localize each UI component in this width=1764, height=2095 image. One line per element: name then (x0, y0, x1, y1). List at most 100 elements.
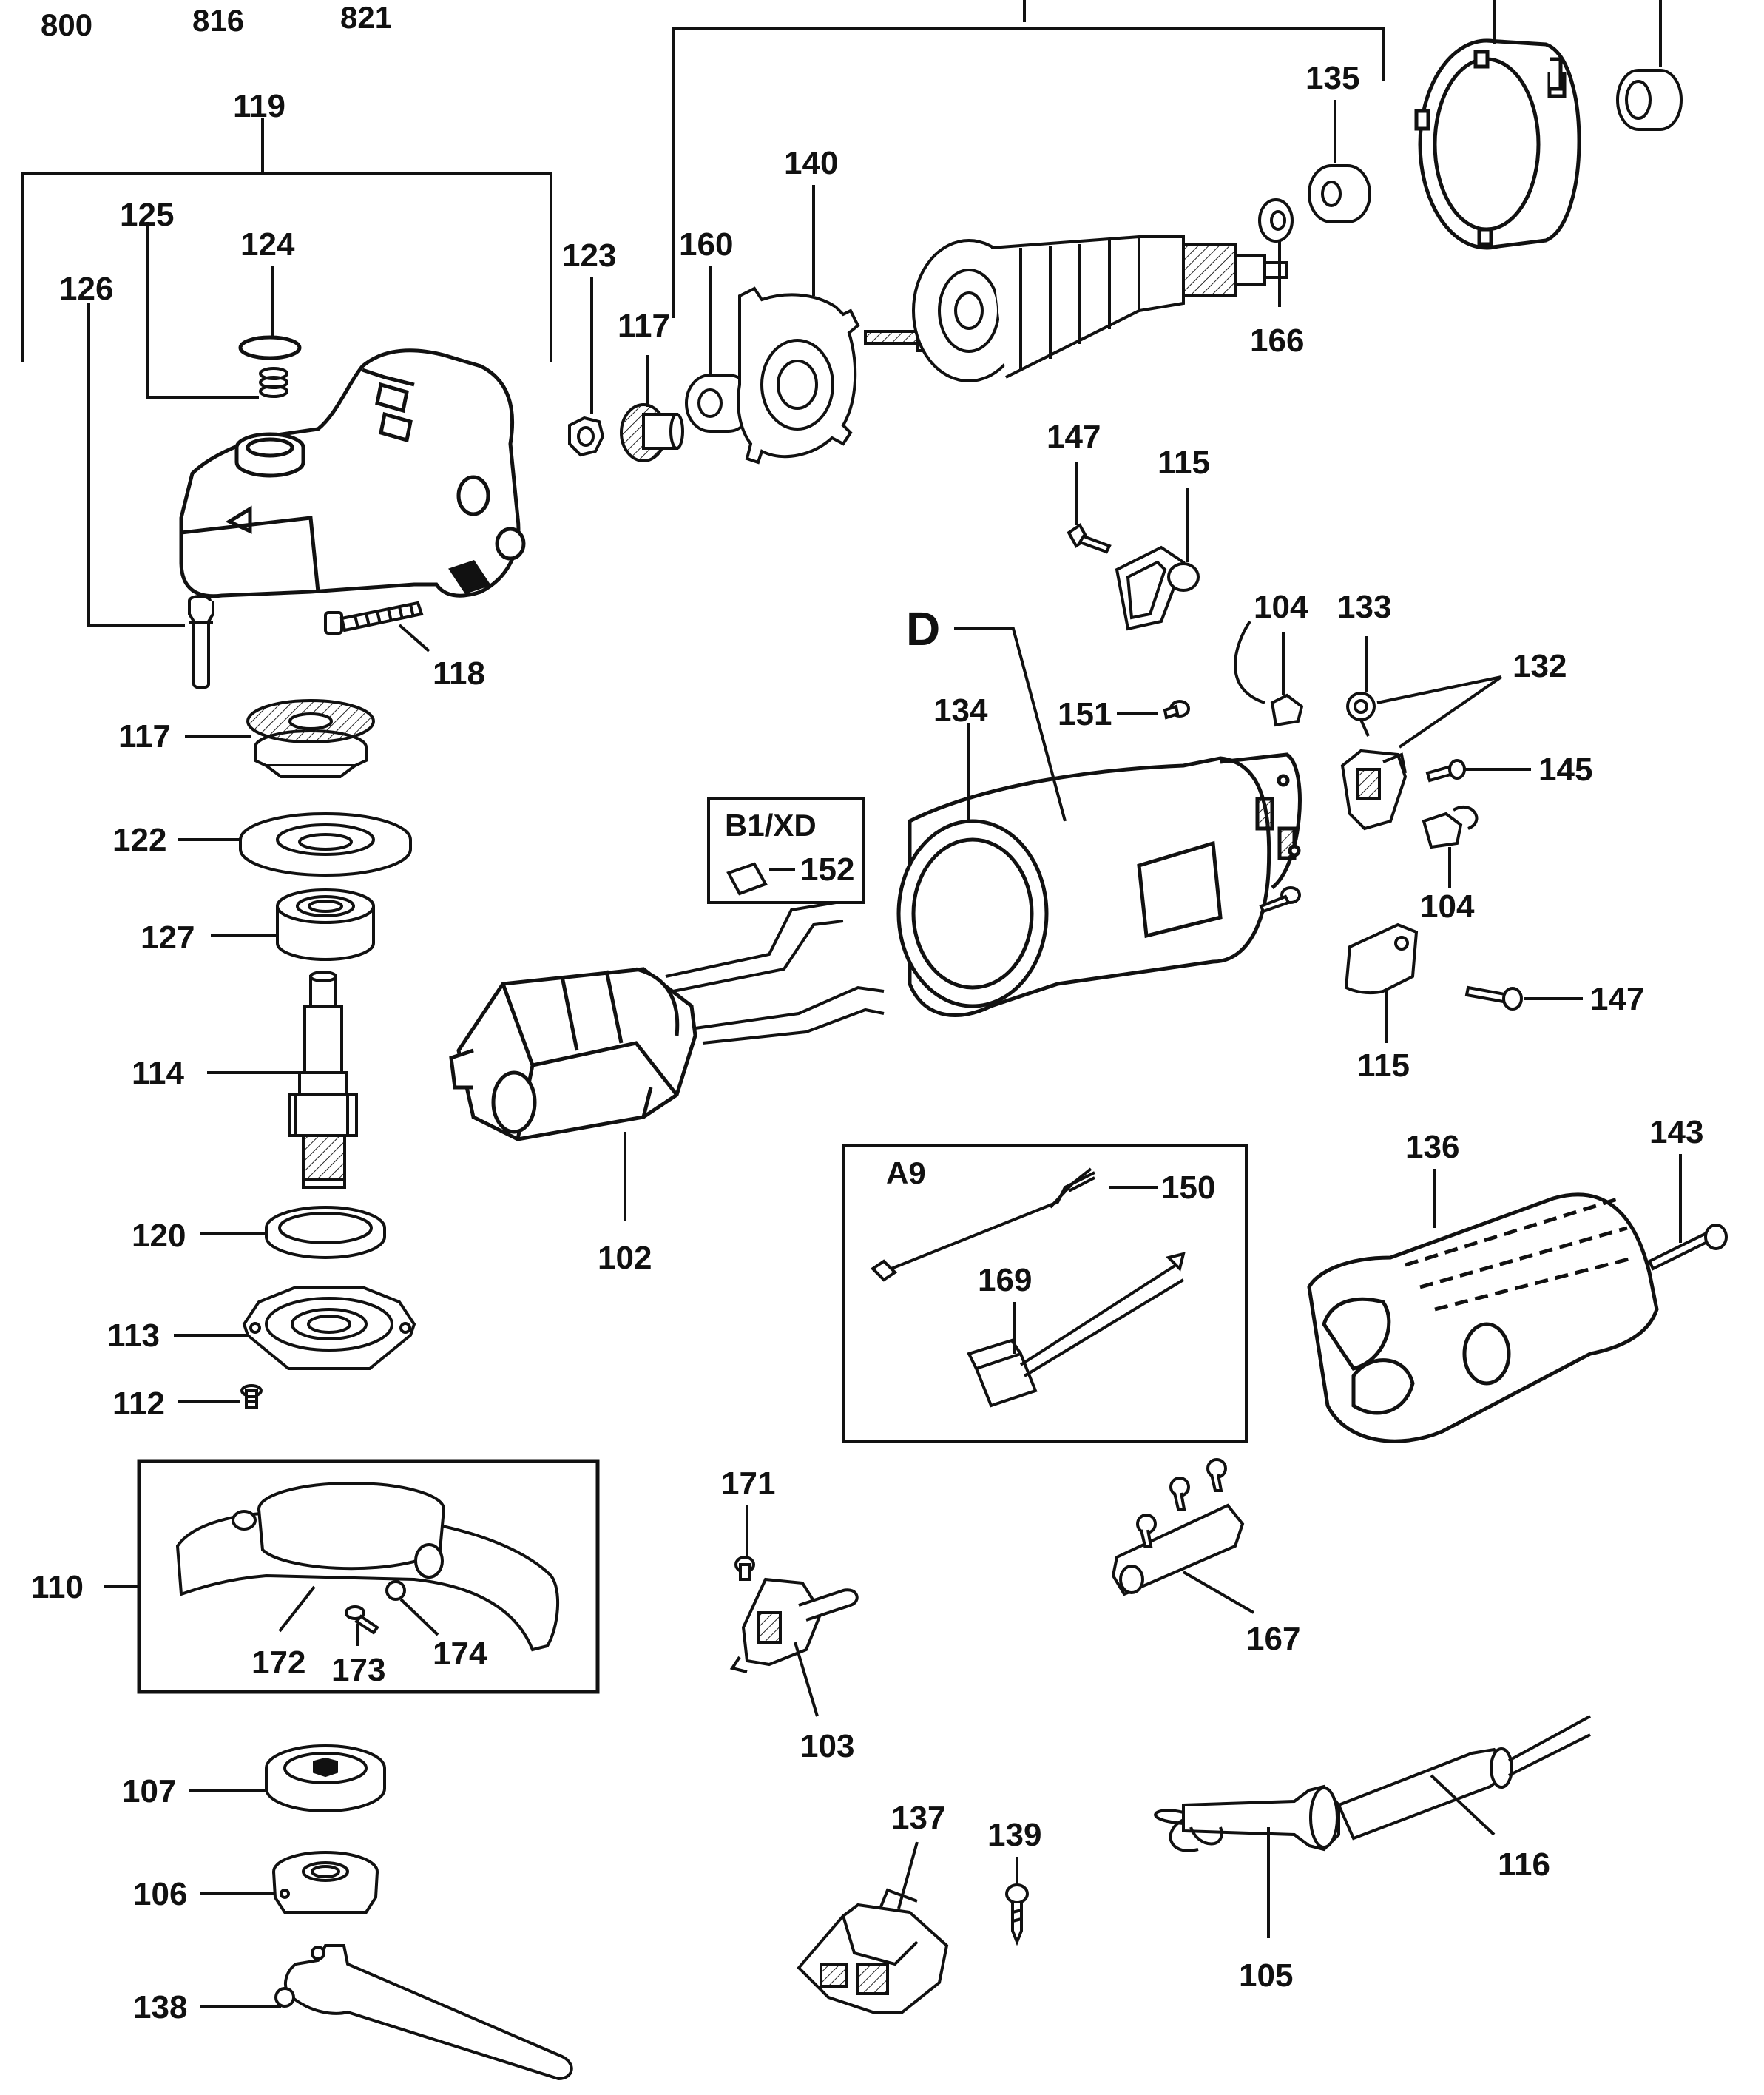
header-code-800: 800 (41, 7, 92, 42)
bracket-119 (21, 172, 552, 362)
label-138: 138 (133, 1989, 187, 2025)
o-ring-124 (238, 335, 302, 360)
motor-housing-group: 151 134 D (896, 602, 1302, 1017)
label-134: 134 (933, 692, 988, 729)
label-118: 118 (433, 655, 485, 692)
label-122: 122 (112, 822, 166, 858)
screw-112 (240, 1384, 263, 1409)
label-115-top: 115 (1158, 445, 1210, 481)
gear-case-housing (179, 348, 526, 598)
label-137: 137 (891, 1800, 945, 1836)
label-126: 126 (59, 271, 113, 307)
label-119: 119 (233, 88, 285, 124)
label-117-pinion: 117 (618, 308, 670, 344)
pinion-117 (620, 403, 684, 462)
label-160: 160 (679, 226, 733, 263)
label-174: 174 (433, 1636, 487, 1672)
label-166: 166 (1250, 323, 1304, 359)
label-152: 152 (800, 851, 854, 888)
carbon-brush-104-bottom (1422, 805, 1479, 849)
flange-113 (242, 1286, 416, 1370)
guard-box-110 (137, 1459, 600, 1694)
screw-147-top (1067, 523, 1112, 554)
screw-151 (1163, 700, 1190, 720)
a9-box-label: A9 (886, 1156, 926, 1190)
label-171: 171 (721, 1465, 775, 1502)
screw-173 (345, 1605, 379, 1635)
armature (864, 235, 1288, 382)
motor-housing-134 (896, 752, 1302, 1017)
carbon-brush-104-top (1234, 620, 1304, 727)
cord-clamp-137: 137 (797, 1800, 949, 2014)
label-110: 110 (31, 1569, 84, 1605)
flange-106 (272, 1851, 379, 1914)
brush-spring-133 (1346, 692, 1376, 737)
header-codes: 800 816 821 (41, 0, 392, 42)
label-123: 123 (562, 237, 616, 274)
spindle-114 (288, 971, 358, 1189)
gear-case-group: 119 124 125 (21, 88, 552, 692)
screw-147-bottom (1464, 985, 1523, 1011)
baffle-140 (737, 286, 860, 465)
header-code-816: 816 (192, 3, 244, 38)
label-115-bottom: 115 (1357, 1048, 1410, 1084)
label-116: 116 (1498, 1846, 1550, 1883)
label-105: 105 (1239, 1957, 1293, 1994)
label-173: 173 (331, 1652, 385, 1688)
screw-139: 139 (987, 1817, 1041, 1946)
field-leads (665, 901, 885, 1045)
bushing (1616, 69, 1683, 131)
screw-118 (324, 601, 424, 635)
label-124: 124 (240, 226, 295, 263)
washer-120 (265, 1206, 386, 1259)
part-169 (967, 1252, 1186, 1408)
washer-122 (239, 812, 412, 877)
label-150: 150 (1161, 1170, 1215, 1206)
label-113: 113 (107, 1318, 160, 1354)
field-102: 102 (449, 901, 885, 1276)
label-167: 167 (1246, 1621, 1300, 1657)
brush-plate-area: 147 115 104 133 (1047, 419, 1644, 1084)
label-143: 143 (1649, 1114, 1703, 1150)
field-coil (449, 967, 697, 1141)
end-cap (1414, 38, 1581, 250)
screw-143: 143 (1647, 1114, 1728, 1271)
label-172: 172 (251, 1644, 305, 1681)
power-cord: 116 105 (1154, 1715, 1591, 1994)
label-151: 151 (1058, 696, 1112, 732)
washer-166 (1258, 198, 1294, 243)
label-104-top: 104 (1254, 589, 1308, 625)
label-120: 120 (132, 1218, 186, 1254)
label-132: 132 (1513, 648, 1567, 684)
brush-holder (1340, 749, 1408, 831)
brush-spring-115-bottom (1344, 922, 1419, 995)
armature-row: 123 117 160 14 (562, 0, 1683, 465)
label-112: 112 (112, 1386, 165, 1422)
header-code-821: 821 (340, 0, 392, 35)
terminal-block-167: 167 (1111, 1458, 1300, 1657)
guard-110 (175, 1482, 559, 1652)
label-139: 139 (987, 1817, 1041, 1853)
switch-103: 171 103 (721, 1465, 859, 1764)
b1xd-box: B1/XD 152 (707, 797, 865, 904)
screw-171 (734, 1556, 755, 1581)
label-140: 140 (784, 145, 838, 181)
label-136: 136 (1405, 1129, 1459, 1165)
screw-145 (1425, 759, 1466, 783)
label-102: 102 (598, 1240, 652, 1276)
a9-box: A9 150 169 (842, 1144, 1248, 1443)
handle-cover-136: 136 (1307, 1129, 1659, 1443)
label-104-bottom: 104 (1420, 888, 1475, 925)
spindle-stack: 117 122 127 (31, 699, 600, 2081)
label-147-bottom: 147 (1590, 981, 1644, 1017)
bearing-127 (276, 888, 375, 961)
label-135: 135 (1305, 60, 1359, 96)
brush-spring-115-top (1115, 545, 1200, 631)
bearing-135 (1308, 164, 1371, 223)
part-152-icon (726, 862, 768, 896)
label-106: 106 (133, 1876, 187, 1912)
label-103: 103 (800, 1728, 854, 1764)
label-127: 127 (141, 920, 195, 956)
label-114: 114 (132, 1055, 185, 1091)
label-125: 125 (120, 197, 174, 233)
